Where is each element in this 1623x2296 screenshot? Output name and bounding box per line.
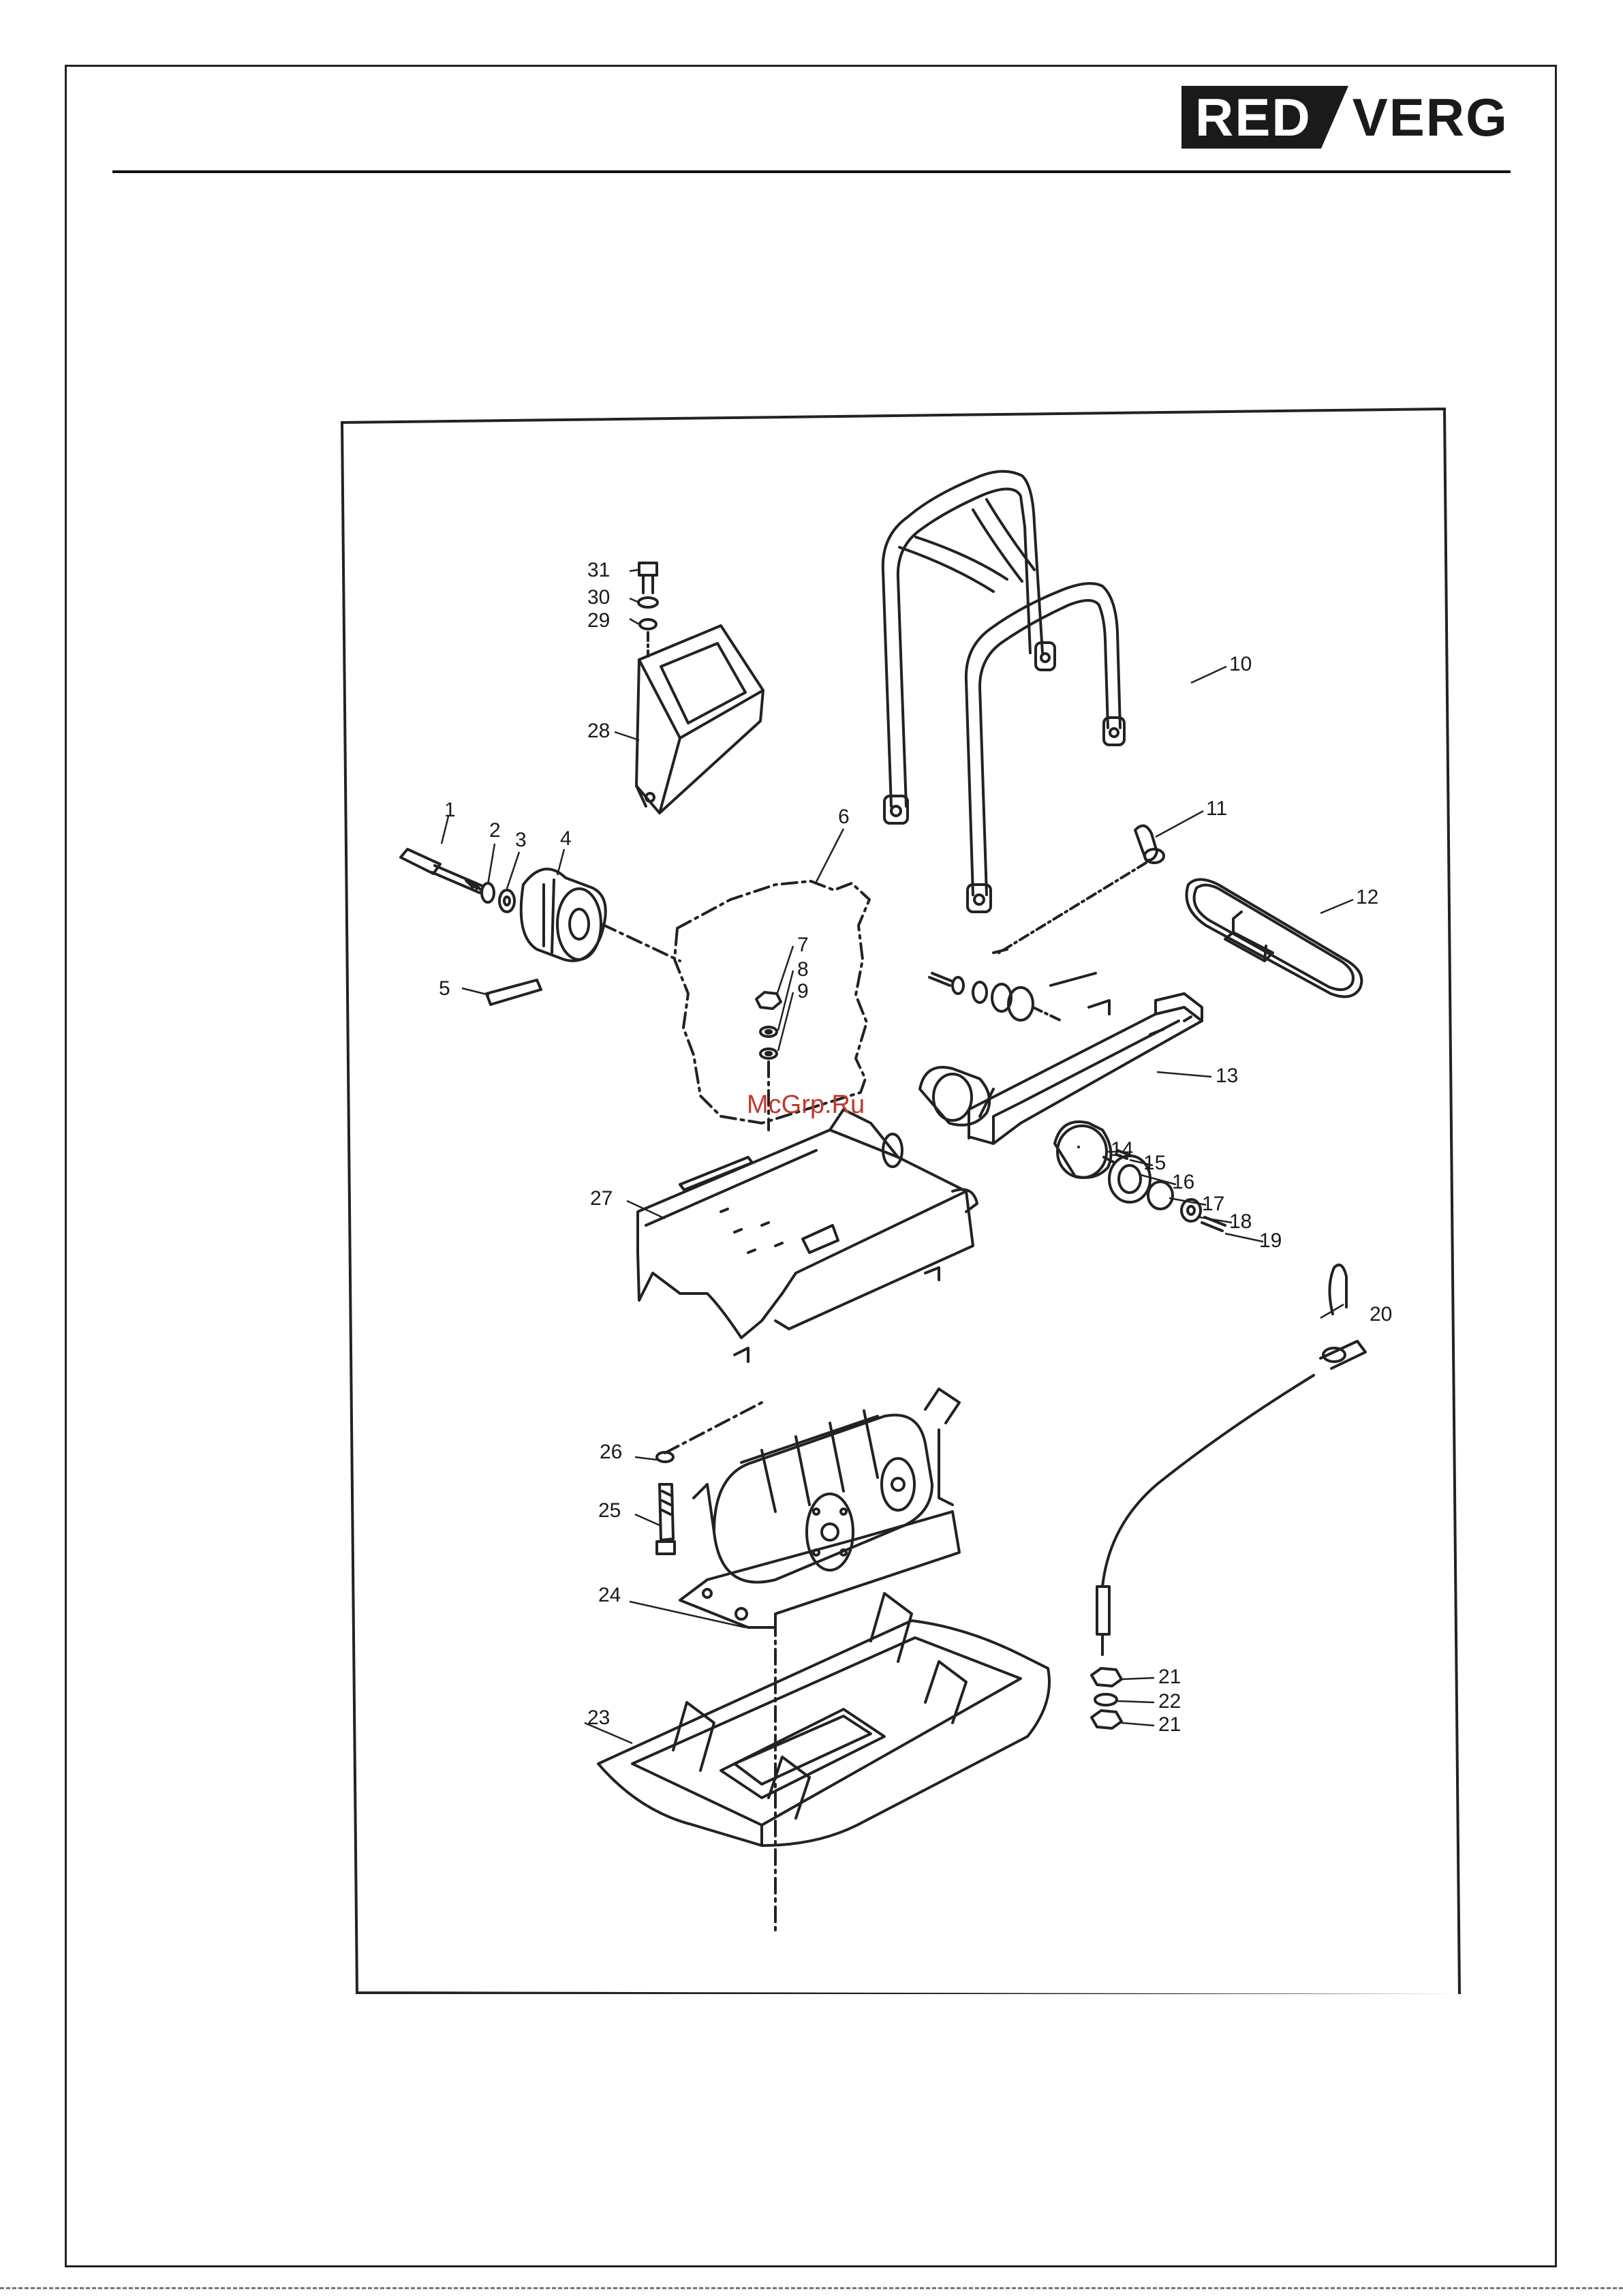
callout-12: 12	[1356, 886, 1378, 908]
callout-19: 19	[1259, 1229, 1282, 1252]
logo-verg-part: VERG	[1348, 87, 1509, 149]
rubber-buffer-left	[920, 973, 1062, 1125]
rubber-buffer-right	[1055, 1122, 1225, 1231]
callout-23: 23	[587, 1706, 610, 1729]
vibration-plate-part	[598, 1593, 1049, 1846]
callout-1: 1	[444, 799, 456, 821]
handle-bracket-part	[969, 973, 1202, 1144]
callout-31: 31	[587, 559, 610, 581]
callout-9: 9	[797, 980, 809, 1002]
drive-belt-part	[1186, 880, 1361, 997]
callout-7: 7	[797, 934, 809, 956]
callout-13: 13	[1216, 1065, 1238, 1087]
callout-22: 22	[1158, 1690, 1181, 1713]
logo-red-part: RED	[1181, 86, 1321, 149]
engine-outline	[675, 881, 869, 1123]
watermark-text: McGrp.Ru	[747, 1090, 865, 1120]
callout-8: 8	[797, 958, 809, 981]
throttle-cable-part	[1097, 1265, 1365, 1655]
callout-18: 18	[1229, 1210, 1252, 1233]
callout-3: 3	[515, 829, 527, 851]
callout-14: 14	[1111, 1138, 1133, 1161]
callout-10: 10	[1229, 653, 1252, 675]
callout-30: 30	[587, 586, 610, 609]
exciter-bolt	[657, 1403, 775, 1934]
callout-26: 26	[600, 1441, 622, 1463]
brand-logo: RED VERG	[1181, 86, 1509, 149]
callout-21b: 21	[1158, 1713, 1181, 1736]
guard-fasteners	[638, 563, 658, 656]
callout-29: 29	[587, 609, 610, 632]
callout-5: 5	[439, 977, 450, 1000]
exploded-parts-diagram: 1 2 3 4 5 6 7 8 9 10 11 12 13 14 15 16 1…	[339, 408, 1462, 1994]
callout-24: 24	[598, 1584, 621, 1606]
cable-nuts	[1092, 1668, 1122, 1728]
callout-4: 4	[560, 827, 572, 850]
callout-2: 2	[489, 819, 501, 842]
throttle-lever-part	[993, 826, 1164, 953]
callout-16: 16	[1172, 1171, 1194, 1193]
bottom-dashed-edge	[0, 2287, 1623, 2291]
handle-frame-part	[883, 472, 1124, 912]
callout-20: 20	[1370, 1303, 1392, 1326]
clutch-assembly	[401, 849, 680, 961]
engine-base-plate-part	[638, 1109, 977, 1362]
callout-6: 6	[838, 806, 850, 828]
belt-guard-part	[636, 626, 763, 813]
callout-28: 28	[587, 720, 610, 742]
callout-15: 15	[1143, 1152, 1166, 1174]
header-rule	[112, 170, 1511, 173]
logo-notch	[1321, 86, 1348, 149]
callout-21a: 21	[1158, 1666, 1181, 1688]
callout-11: 11	[1206, 797, 1227, 820]
callout-25: 25	[598, 1499, 621, 1522]
key-part	[486, 980, 541, 1005]
callout-17: 17	[1202, 1193, 1224, 1215]
callout-27: 27	[590, 1187, 613, 1210]
